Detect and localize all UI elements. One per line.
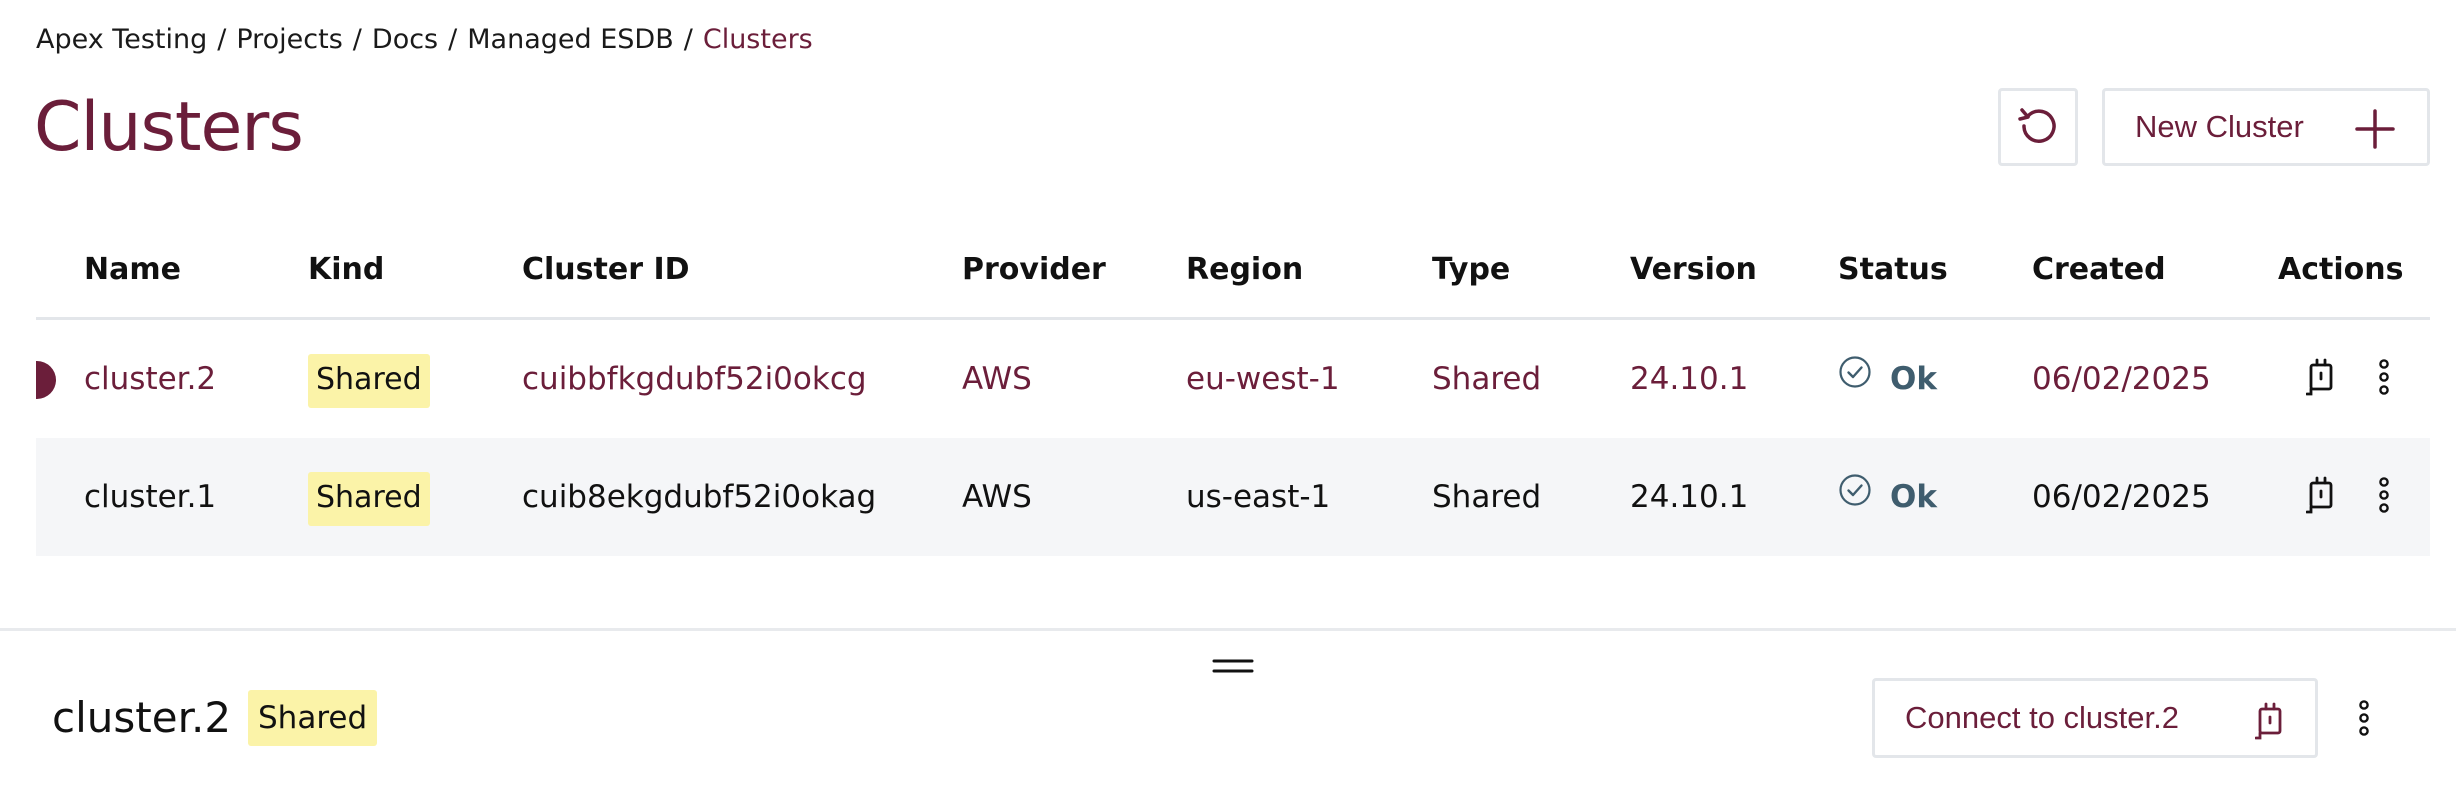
plug-icon xyxy=(2305,475,2336,519)
cell-name[interactable]: cluster.2 xyxy=(84,361,217,397)
cell-version: 24.10.1 xyxy=(1630,479,1749,515)
refresh-icon xyxy=(2016,104,2060,151)
new-cluster-button[interactable]: New Cluster xyxy=(2102,88,2430,166)
breadcrumb-item-clusters: Clusters xyxy=(702,23,813,55)
breadcrumb-item-managed-esdb[interactable]: Managed ESDB xyxy=(467,23,674,55)
breadcrumb: Apex Testing / Projects / Docs / Managed… xyxy=(36,20,813,58)
selected-row-indicator xyxy=(36,361,56,399)
detail-panel-title: cluster.2 xyxy=(52,693,232,742)
plug-icon xyxy=(2254,701,2285,749)
plus-icon xyxy=(2355,109,2395,157)
column-header-version[interactable]: Version xyxy=(1630,252,1757,287)
status-badge: Ok xyxy=(1838,320,1937,438)
cell-status: Ok xyxy=(1838,438,1937,556)
page-title: Clusters xyxy=(34,88,304,167)
cell-created: 06/02/2025 xyxy=(2032,361,2211,397)
kind-badge: Shared xyxy=(308,471,430,526)
more-options-button[interactable] xyxy=(2378,438,2390,556)
cell-region: us-east-1 xyxy=(1186,479,1331,515)
cell-kind: Shared xyxy=(308,320,430,438)
status-label: Ok xyxy=(1890,479,1937,515)
cell-name[interactable]: cluster.1 xyxy=(84,479,217,515)
breadcrumb-item-projects[interactable]: Projects xyxy=(236,23,343,55)
breadcrumb-item-apex-testing[interactable]: Apex Testing xyxy=(36,23,208,55)
breadcrumb-separator: / xyxy=(683,23,693,55)
breadcrumb-separator: / xyxy=(217,23,227,55)
clusters-table: Name Kind Cluster ID Provider Region Typ… xyxy=(36,230,2430,556)
table-row[interactable]: cluster.2 Shared cuibbfkgdubf52i0okcg AW… xyxy=(36,320,2430,438)
cell-created: 06/02/2025 xyxy=(2032,479,2211,515)
more-vertical-icon xyxy=(2378,475,2390,519)
more-vertical-icon xyxy=(2378,357,2390,401)
table-row[interactable]: cluster.1 Shared cuib8ekgdubf52i0okag AW… xyxy=(36,438,2430,556)
panel-more-options-button[interactable] xyxy=(2358,698,2370,742)
column-header-status[interactable]: Status xyxy=(1838,252,1948,287)
column-header-name[interactable]: Name xyxy=(84,252,181,287)
detail-panel-kind-badge: Shared xyxy=(248,690,378,746)
breadcrumb-separator: / xyxy=(352,23,362,55)
cell-type: Shared xyxy=(1432,479,1542,515)
breadcrumb-separator: / xyxy=(448,23,458,55)
connect-action-button[interactable] xyxy=(2305,320,2336,438)
table-header: Name Kind Cluster ID Provider Region Typ… xyxy=(36,230,2430,320)
breadcrumb-item-docs[interactable]: Docs xyxy=(371,23,439,55)
cell-region: eu-west-1 xyxy=(1186,361,1340,397)
column-header-actions: Actions xyxy=(2278,252,2404,287)
check-circle-icon xyxy=(1838,438,1872,556)
cell-cluster-id: cuibbfkgdubf52i0okcg xyxy=(522,361,867,397)
cell-cluster-id: cuib8ekgdubf52i0okag xyxy=(522,479,877,515)
column-header-cluster-id[interactable]: Cluster ID xyxy=(522,252,690,287)
column-header-type[interactable]: Type xyxy=(1432,252,1511,287)
connect-button-label: Connect to cluster.2 xyxy=(1905,700,2179,735)
resize-handle[interactable] xyxy=(1212,656,1254,680)
cell-status: Ok xyxy=(1838,320,1937,438)
cell-provider: AWS xyxy=(962,361,1032,397)
status-badge: Ok xyxy=(1838,438,1937,556)
cell-type: Shared xyxy=(1432,361,1542,397)
connect-button[interactable]: Connect to cluster.2 xyxy=(1872,678,2318,758)
refresh-button[interactable] xyxy=(1998,88,2078,166)
check-circle-icon xyxy=(1838,320,1872,438)
more-options-button[interactable] xyxy=(2378,320,2390,438)
cell-version: 24.10.1 xyxy=(1630,361,1749,397)
connect-action-button[interactable] xyxy=(2305,438,2336,556)
column-header-kind[interactable]: Kind xyxy=(308,252,385,287)
column-header-region[interactable]: Region xyxy=(1186,252,1304,287)
status-label: Ok xyxy=(1890,361,1937,397)
kind-badge: Shared xyxy=(308,353,430,408)
column-header-created[interactable]: Created xyxy=(2032,252,2166,287)
cell-kind: Shared xyxy=(308,438,430,556)
panel-divider xyxy=(0,628,2456,631)
new-cluster-label: New Cluster xyxy=(2135,109,2304,144)
plug-icon xyxy=(2305,357,2336,401)
column-header-provider[interactable]: Provider xyxy=(962,252,1106,287)
more-vertical-icon xyxy=(2358,700,2370,742)
cell-provider: AWS xyxy=(962,479,1032,515)
